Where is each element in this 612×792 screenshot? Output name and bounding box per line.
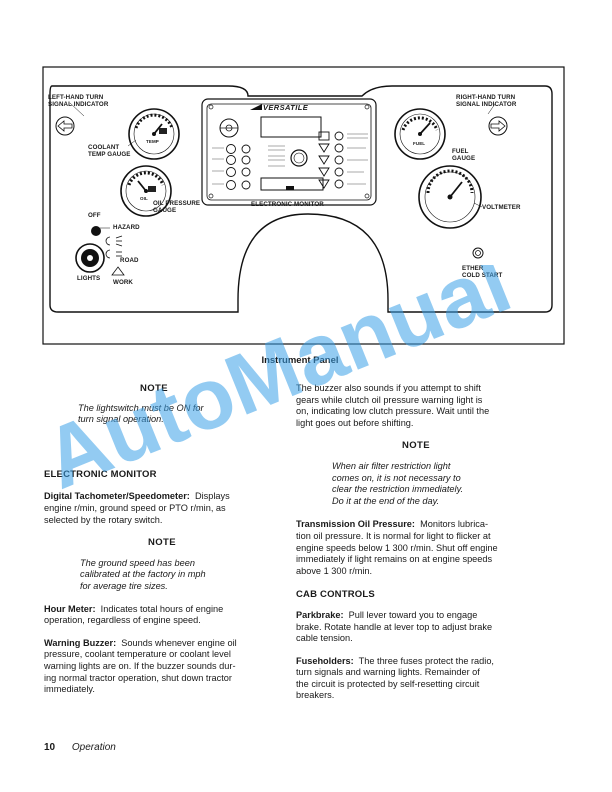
section-name: Operation bbox=[71, 742, 116, 753]
section-heading: CAB CONTROLS bbox=[296, 589, 375, 601]
work-label: WORK bbox=[113, 279, 133, 286]
voltmeter-icon bbox=[418, 165, 482, 229]
note-title: NOTE bbox=[148, 537, 176, 549]
paragraph-fuseholders: Fuseholders: The three fuses protect the… bbox=[296, 655, 494, 701]
paragraph-tachometer: Digital Tachometer/Speedometer: Displays… bbox=[44, 491, 230, 525]
figure-caption: Instrument Panel bbox=[261, 355, 339, 366]
voltmeter-label: VOLTMETER bbox=[482, 204, 521, 211]
brand-logo-icon bbox=[250, 104, 262, 110]
section-heading: ELECTRONIC MONITOR bbox=[44, 468, 157, 480]
paragraph-hour-meter: Hour Meter: Indicates total hours of eng… bbox=[44, 603, 224, 626]
right-turn-signal-icon bbox=[488, 116, 508, 136]
tachometer-display bbox=[260, 116, 322, 138]
page-footer: 10 Operation bbox=[44, 742, 116, 753]
paragraph-transmission-oil: Transmission Oil Pressure: Monitors lubr… bbox=[296, 519, 498, 576]
off-label: OFF bbox=[88, 212, 101, 219]
panel-frame bbox=[42, 66, 565, 345]
fuel-dial-text: FUEL bbox=[413, 141, 426, 146]
hazard-switch-icon bbox=[91, 226, 101, 236]
page-number: 10 bbox=[44, 742, 56, 753]
fuel-gauge-icon bbox=[394, 108, 446, 160]
right-warning-lights bbox=[318, 131, 344, 189]
monitor-bezel bbox=[201, 98, 377, 206]
light-mode-icons bbox=[105, 235, 125, 276]
left-warning-lights bbox=[226, 144, 251, 190]
light-switch-icon bbox=[75, 243, 105, 273]
road-label: ROAD bbox=[120, 257, 139, 264]
oil-dial-text: OIL bbox=[140, 196, 148, 201]
brand-name: VERSATILE bbox=[263, 103, 309, 112]
coolant-temp-gauge-icon bbox=[128, 108, 180, 160]
coolant-dial-text: TEMP bbox=[146, 139, 159, 144]
right-column: The buzzer also sounds if you attempt to… bbox=[296, 383, 536, 702]
oil-pressure-gauge-icon bbox=[120, 165, 172, 217]
dashboard-outline bbox=[49, 85, 553, 313]
note-title: NOTE bbox=[140, 383, 168, 394]
instrument-panel-drawing bbox=[42, 66, 565, 345]
note-title: NOTE bbox=[402, 440, 430, 452]
paragraph-warning-buzzer: Warning Buzzer: Sounds whenever engine o… bbox=[44, 637, 237, 695]
hazard-label: HAZARD bbox=[113, 224, 140, 231]
paragraph-buzzer-continued: The buzzer also sounds if you attempt to… bbox=[296, 383, 490, 428]
electronic-monitor-label: ELECTRONIC MONITOR bbox=[251, 201, 324, 208]
paragraph-parkbrake: Parkbrake: Pull lever toward you to enga… bbox=[296, 609, 493, 644]
rotary-switch-icon bbox=[290, 149, 308, 167]
lights-label: LIGHTS bbox=[77, 275, 101, 282]
ether-cold-start-button-icon bbox=[472, 247, 484, 259]
left-turn-signal-icon bbox=[55, 116, 75, 136]
